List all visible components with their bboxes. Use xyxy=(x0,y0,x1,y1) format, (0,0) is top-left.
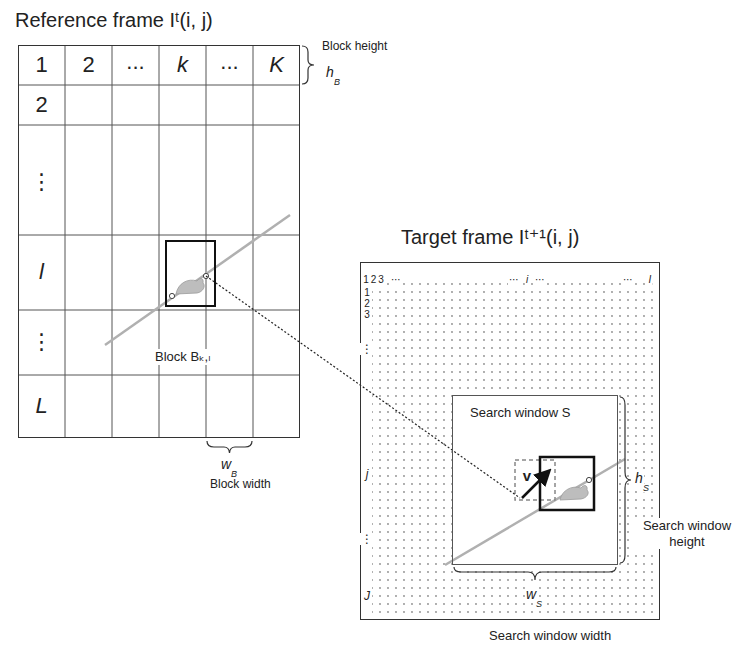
edge-line xyxy=(105,215,290,345)
reference-frame: Reference frame Iᵗ(i, j)Block Bₖ,ₗ xyxy=(18,45,300,438)
frame-title: Target frame Iᵗ⁺¹(i, j) xyxy=(401,225,579,249)
diagram-label: J xyxy=(363,590,371,602)
diagram-label: 2 xyxy=(81,54,95,76)
diagram-label: L xyxy=(34,395,48,417)
object-shape xyxy=(560,486,588,500)
diagram-label: 1 xyxy=(362,275,370,285)
diagram-label: ... xyxy=(219,51,239,73)
grid-line xyxy=(18,375,300,376)
window-label: Search window S xyxy=(468,405,572,421)
diagram-label: 3 xyxy=(363,310,371,320)
grid-line xyxy=(18,125,300,126)
brace xyxy=(454,567,616,580)
block-label: Block Bₖ,ₗ xyxy=(153,349,212,365)
diagram-label: i xyxy=(525,275,529,285)
block-box: Block Bₖ,ₗ xyxy=(165,240,216,307)
diagram-label: ⋯ xyxy=(390,275,402,285)
diagram-label: S xyxy=(642,484,650,493)
search-window-ground xyxy=(452,395,618,565)
diagram-label: ⋮ xyxy=(360,533,374,545)
correspondence-line xyxy=(206,276,520,498)
search-window: Search window S xyxy=(452,395,618,565)
feature-point xyxy=(586,477,591,482)
diagram-label: l xyxy=(38,261,45,283)
diagram-label: 3 xyxy=(377,275,385,285)
diagram-label: ... xyxy=(125,51,145,73)
diagram-label: ⋯ xyxy=(622,275,634,285)
diagram-label: B xyxy=(333,78,341,87)
diagram-label: 2 xyxy=(34,94,48,116)
diagram-label: 2 xyxy=(370,275,378,285)
brace xyxy=(207,441,252,453)
diagram-label: ⋮ xyxy=(30,331,54,353)
grid-line xyxy=(18,310,300,311)
diagram-label: v xyxy=(522,468,532,483)
diagram-label: Block height xyxy=(321,40,388,52)
diagram-label: k xyxy=(176,54,189,76)
matched-block xyxy=(540,457,594,510)
diagram-label: ⋮ xyxy=(30,171,54,193)
object-shape xyxy=(176,279,204,294)
diagram-label: ⋯ xyxy=(508,275,520,285)
diagram-label: 1 xyxy=(34,54,48,76)
frame-title: Reference frame Iᵗ(i, j) xyxy=(15,8,213,32)
diagram-label: K xyxy=(268,54,285,76)
grid-lines xyxy=(18,45,300,438)
diagram-label: j xyxy=(365,468,370,480)
diagram-label: 2 xyxy=(363,299,371,309)
target-frame: Target frame Iᵗ⁺¹(i, j)Search window S xyxy=(360,262,660,620)
diagram-label: Search window width xyxy=(488,629,612,642)
feature-point xyxy=(169,293,174,298)
grid-line xyxy=(65,45,66,438)
original-block-position xyxy=(515,460,555,500)
brace xyxy=(620,397,631,563)
diagram-label: I xyxy=(648,275,653,285)
pixel-dots xyxy=(372,283,656,617)
diagram-label: Search window height xyxy=(632,518,742,549)
diagram-label: S xyxy=(535,600,543,609)
grid-line xyxy=(112,45,113,438)
diagram-label: ⋮ xyxy=(360,343,374,355)
grid-line xyxy=(159,45,160,438)
brace xyxy=(302,46,314,84)
diagram-label: 1 xyxy=(363,288,371,298)
diagram-label: Block width xyxy=(209,478,272,490)
edge-line xyxy=(445,459,625,565)
grid-line xyxy=(18,235,300,236)
diagram-label: ⋯ xyxy=(534,275,546,285)
grid-line xyxy=(18,85,300,86)
